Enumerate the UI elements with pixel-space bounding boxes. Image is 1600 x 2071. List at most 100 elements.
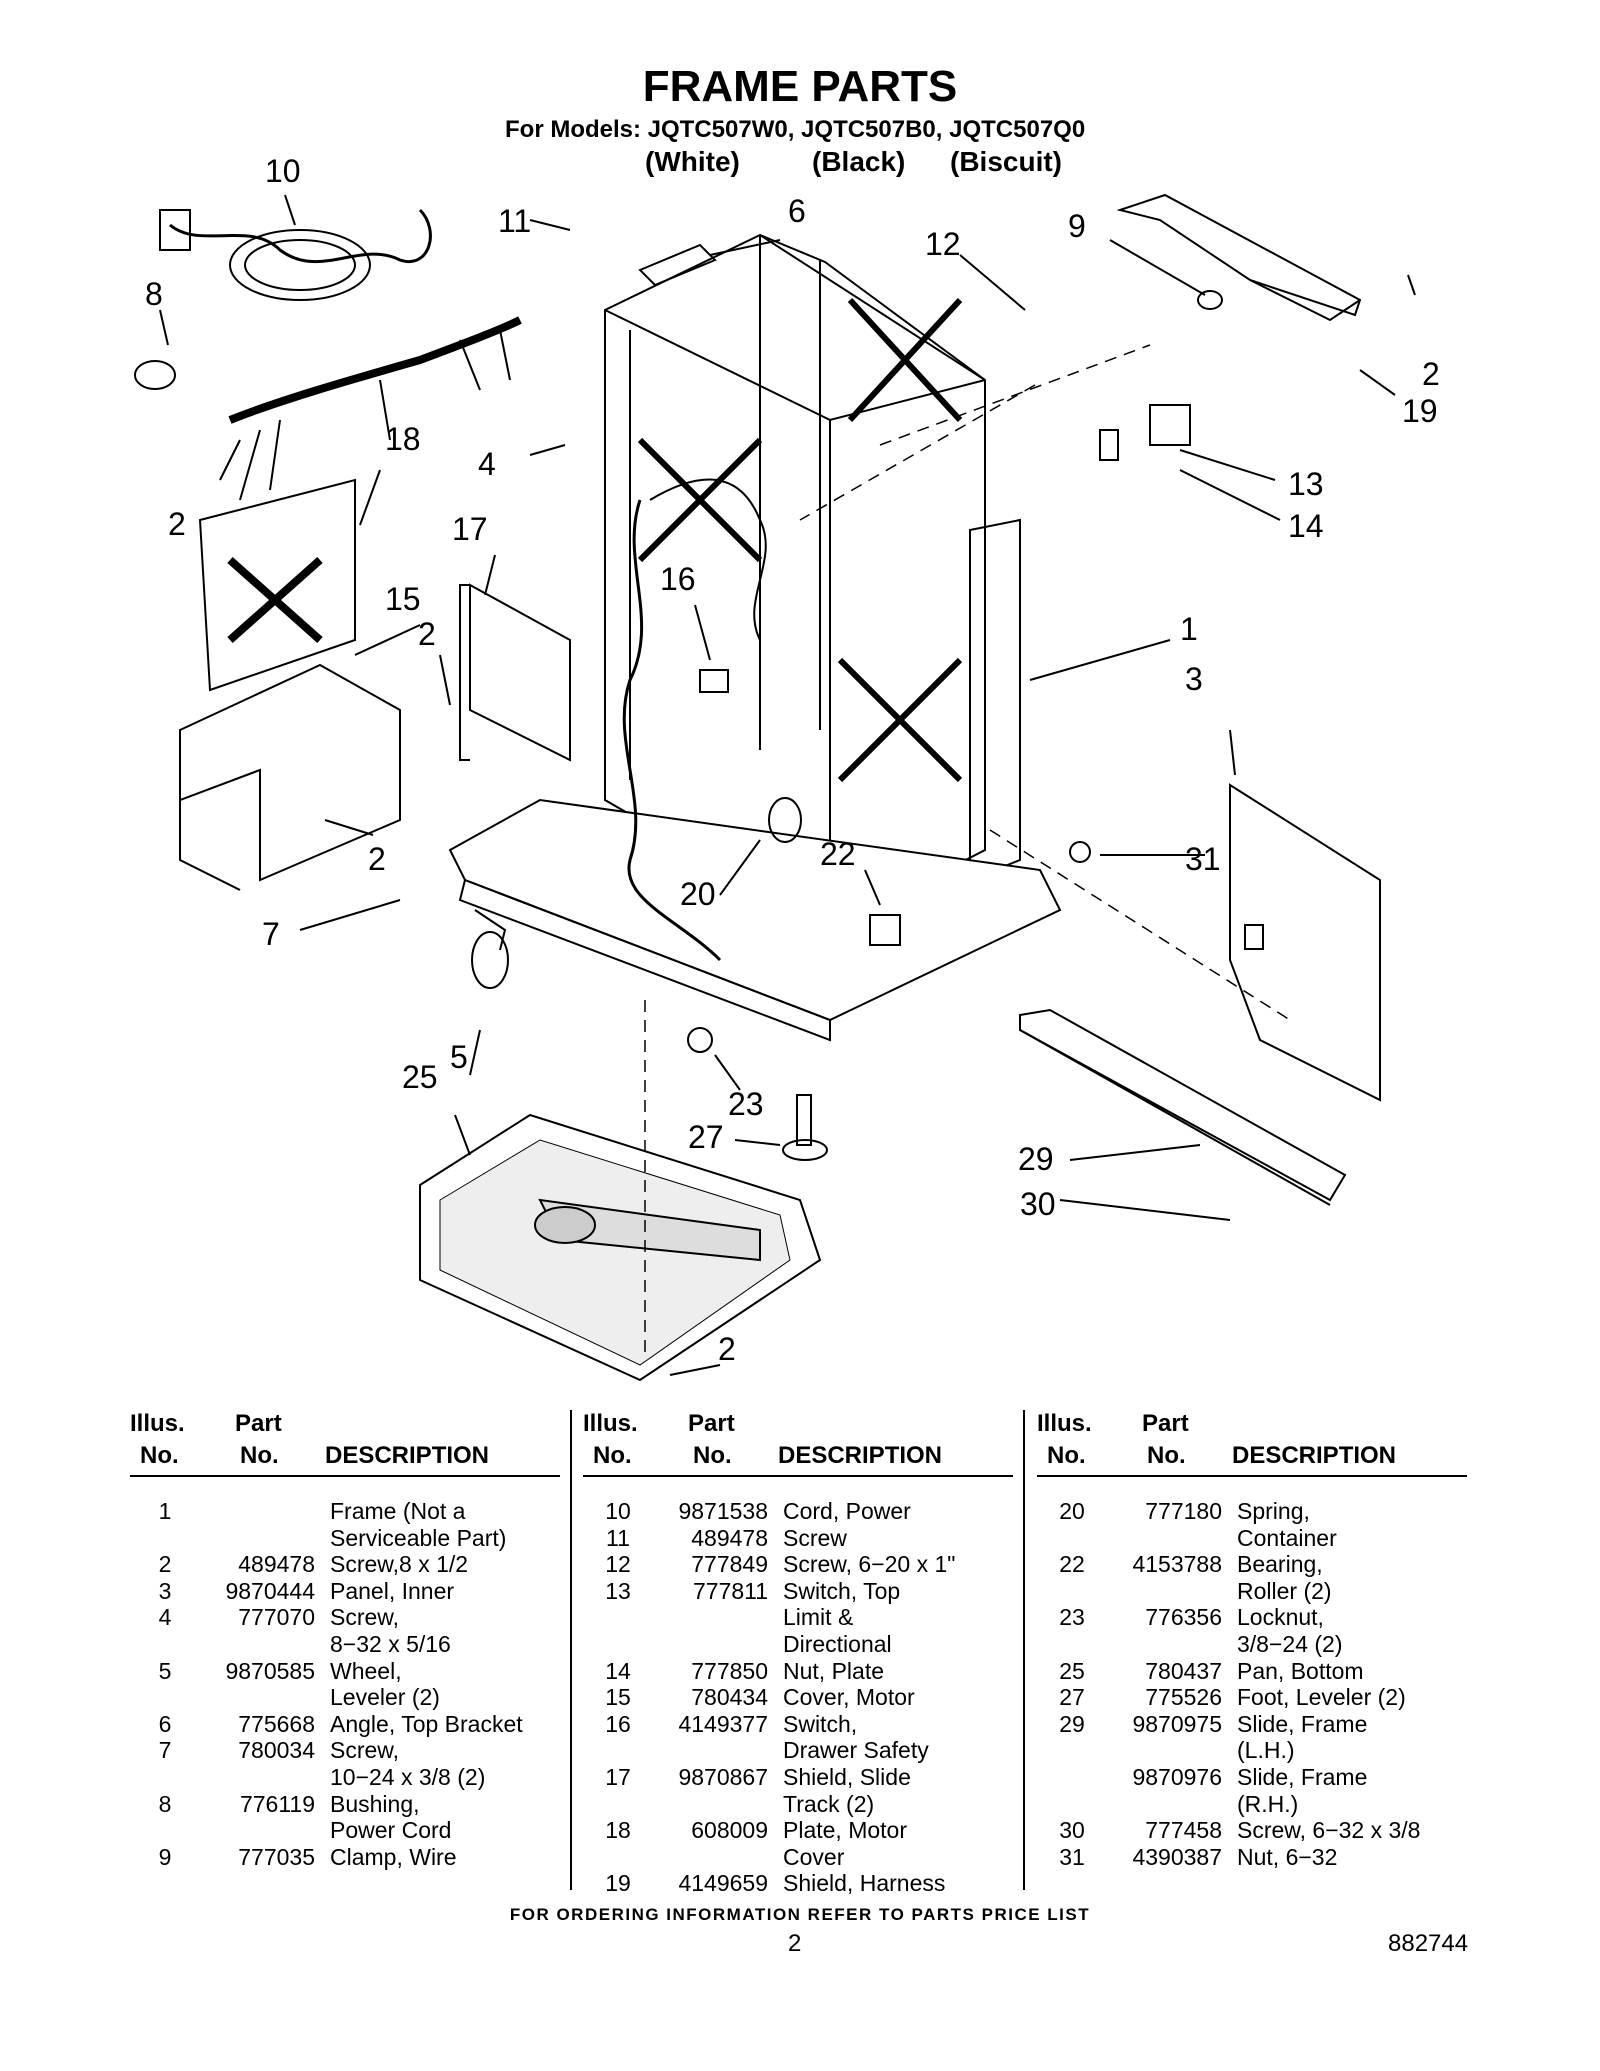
illus-number: 29 — [1059, 1710, 1085, 1737]
callout-label: 19 — [1402, 393, 1438, 429]
color-biscuit: (Biscuit) — [950, 146, 1062, 177]
part-number: 777070 — [238, 1604, 315, 1631]
callout-label: 6 — [788, 193, 806, 229]
header-part-1: Part — [235, 1410, 282, 1437]
part-number: 489478 — [238, 1551, 315, 1578]
column-divider — [570, 1410, 572, 1890]
illus-number: 1 — [158, 1498, 172, 1524]
part-description: Switch, Top — [783, 1577, 901, 1604]
part-description: Frame (Not a — [330, 1498, 466, 1524]
part-number: 777811 — [692, 1577, 768, 1604]
color-black: (Black) — [812, 146, 906, 177]
part-description: Screw, — [330, 1604, 400, 1631]
part-number: 4153788 — [1132, 1551, 1222, 1578]
callout-label: 14 — [1288, 508, 1324, 544]
part-description: Plate, Motor — [783, 1817, 907, 1844]
header-illus-2: No. — [1047, 1442, 1086, 1469]
illus-number: 8 — [158, 1790, 172, 1817]
part-number: 777458 — [1145, 1817, 1222, 1844]
part-description: Nut, 6−32 — [1237, 1843, 1338, 1870]
part-number: 608009 — [691, 1817, 768, 1844]
part-number: 775526 — [1145, 1684, 1222, 1711]
header-illus-1: Illus. — [583, 1410, 638, 1437]
part-description: Bearing, — [1237, 1551, 1323, 1578]
callout-label: 22 — [820, 836, 856, 872]
header-rule — [583, 1475, 1013, 1477]
ordering-note: FOR ORDERING INFORMATION REFER TO PARTS … — [509, 1905, 1091, 1924]
callout-label: 31 — [1185, 841, 1221, 877]
callout-label: 8 — [145, 276, 163, 312]
callout-label: 2 — [718, 1331, 736, 1367]
header-rule — [1037, 1475, 1467, 1477]
part-description: Screw — [783, 1524, 847, 1551]
page-title: FRAME PARTS — [642, 62, 958, 111]
column-divider — [1023, 1410, 1025, 1890]
part-description: Screw, — [330, 1737, 400, 1764]
part-number: 776119 — [239, 1790, 315, 1817]
part-description: Power Cord — [330, 1817, 452, 1844]
callout-label: 2 — [418, 616, 436, 652]
callout-label: 15 — [385, 581, 421, 617]
part-description: Screw, 6−32 x 3/8 — [1237, 1817, 1421, 1844]
part-description: Panel, Inner — [330, 1577, 455, 1604]
header-illus-1: Illus. — [1037, 1410, 1092, 1437]
part-description: Locknut, — [1237, 1604, 1324, 1631]
callout-label: 25 — [402, 1059, 438, 1095]
part-description: Pan, Bottom — [1237, 1657, 1364, 1684]
part-number: 9870444 — [225, 1577, 315, 1604]
illus-number: 4 — [158, 1604, 172, 1631]
callout-label: 10 — [265, 153, 301, 189]
illus-number: 17 — [605, 1764, 631, 1790]
callout-label: 18 — [385, 421, 421, 457]
part-description: Leveler (2) — [330, 1684, 440, 1711]
header-description: DESCRIPTION — [325, 1442, 490, 1469]
part-description: Track (2) — [783, 1790, 875, 1817]
callout-label: 3 — [1185, 661, 1203, 697]
part-number: 777035 — [238, 1843, 315, 1870]
header-illus-2: No. — [593, 1442, 632, 1469]
illus-number: 13 — [605, 1577, 631, 1604]
header-part-2: No. — [240, 1442, 279, 1469]
part-description: 10−24 x 3/8 (2) — [330, 1763, 486, 1790]
part-number: 9870975 — [1132, 1710, 1222, 1737]
illus-number: 14 — [605, 1657, 631, 1684]
header-description: DESCRIPTION — [778, 1442, 943, 1469]
color-white: (White) — [645, 146, 740, 177]
part-description: Angle, Top Bracket — [330, 1710, 523, 1737]
part-number: 4149659 — [678, 1870, 768, 1897]
illus-number: 3 — [158, 1577, 172, 1604]
part-description: Limit & — [783, 1604, 854, 1631]
part-number: 780437 — [1145, 1657, 1222, 1684]
header-illus-1: Illus. — [130, 1410, 185, 1437]
part-number: 780434 — [691, 1684, 768, 1711]
part-number: 775668 — [238, 1710, 315, 1737]
part-description: Cord, Power — [783, 1498, 911, 1524]
part-number: 9871538 — [678, 1498, 768, 1524]
header-part-2: No. — [1147, 1442, 1186, 1469]
part-number: 4149377 — [678, 1710, 768, 1737]
callout-label: 11 — [498, 203, 531, 239]
part-description: Roller (2) — [1237, 1577, 1332, 1604]
callout-label: 29 — [1018, 1141, 1054, 1177]
callout-label: 5 — [450, 1039, 468, 1075]
header-part-1: Part — [688, 1410, 735, 1437]
part-number: 777180 — [1145, 1498, 1222, 1524]
part-number: 9870867 — [678, 1764, 768, 1790]
part-number: 4390387 — [1132, 1843, 1222, 1870]
illus-number: 2 — [158, 1551, 172, 1578]
part-number: 777849 — [691, 1551, 768, 1578]
part-description: Shield, Slide — [783, 1764, 911, 1790]
header-rule — [130, 1475, 560, 1477]
header-description: DESCRIPTION — [1232, 1442, 1397, 1469]
illus-number: 7 — [158, 1737, 172, 1764]
part-description: Screw, 6−20 x 1" — [783, 1551, 956, 1578]
exploded-parts-diagram: 10 11 6 12 9 8 2 19 4 18 13 14 2 17 16 1… — [134, 153, 1440, 1382]
part-description: Spring, — [1237, 1498, 1310, 1524]
page-number: 2 — [788, 1930, 802, 1957]
illus-number: 22 — [1059, 1551, 1085, 1578]
illus-number: 5 — [158, 1657, 172, 1684]
part-description: Shield, Harness — [783, 1870, 946, 1897]
part-number: 9870585 — [225, 1657, 315, 1684]
part-number: 780034 — [238, 1737, 315, 1764]
part-description: Switch, — [783, 1710, 858, 1737]
